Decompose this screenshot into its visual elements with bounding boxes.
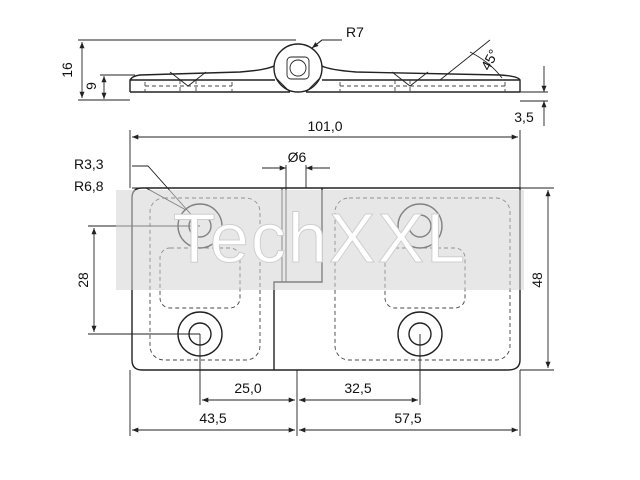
left-leaf-label: 43,5 xyxy=(199,410,226,426)
thickness-label: 3,5 xyxy=(514,109,534,125)
radius-label: R7 xyxy=(346,24,364,40)
height-label: 48 xyxy=(529,272,545,288)
overall-length-label: 101,0 xyxy=(307,118,342,134)
left-hole-offset-label: 25,0 xyxy=(234,380,261,396)
right-hole-offset-label: 32,5 xyxy=(344,380,371,396)
height-plate-label: 9 xyxy=(83,82,99,90)
side-view: R7 16 9 45° 3,5 xyxy=(59,24,548,126)
hole-radius-label: R3,3 xyxy=(74,156,104,172)
height-total-label: 16 xyxy=(59,62,75,78)
right-leaf-label: 57,5 xyxy=(394,410,421,426)
knuckle-outer xyxy=(273,43,323,93)
watermark: TechXXL xyxy=(116,190,524,290)
boss-radius-label: R6,8 xyxy=(74,178,104,194)
side-view-outline xyxy=(129,65,521,93)
watermark-text: TechXXL xyxy=(173,199,467,277)
knuckle-pin xyxy=(286,56,310,80)
pin-diameter-label: Ø6 xyxy=(288,149,307,165)
hole-spacing-label: 28 xyxy=(75,272,91,288)
angle-label: 45° xyxy=(478,47,502,73)
